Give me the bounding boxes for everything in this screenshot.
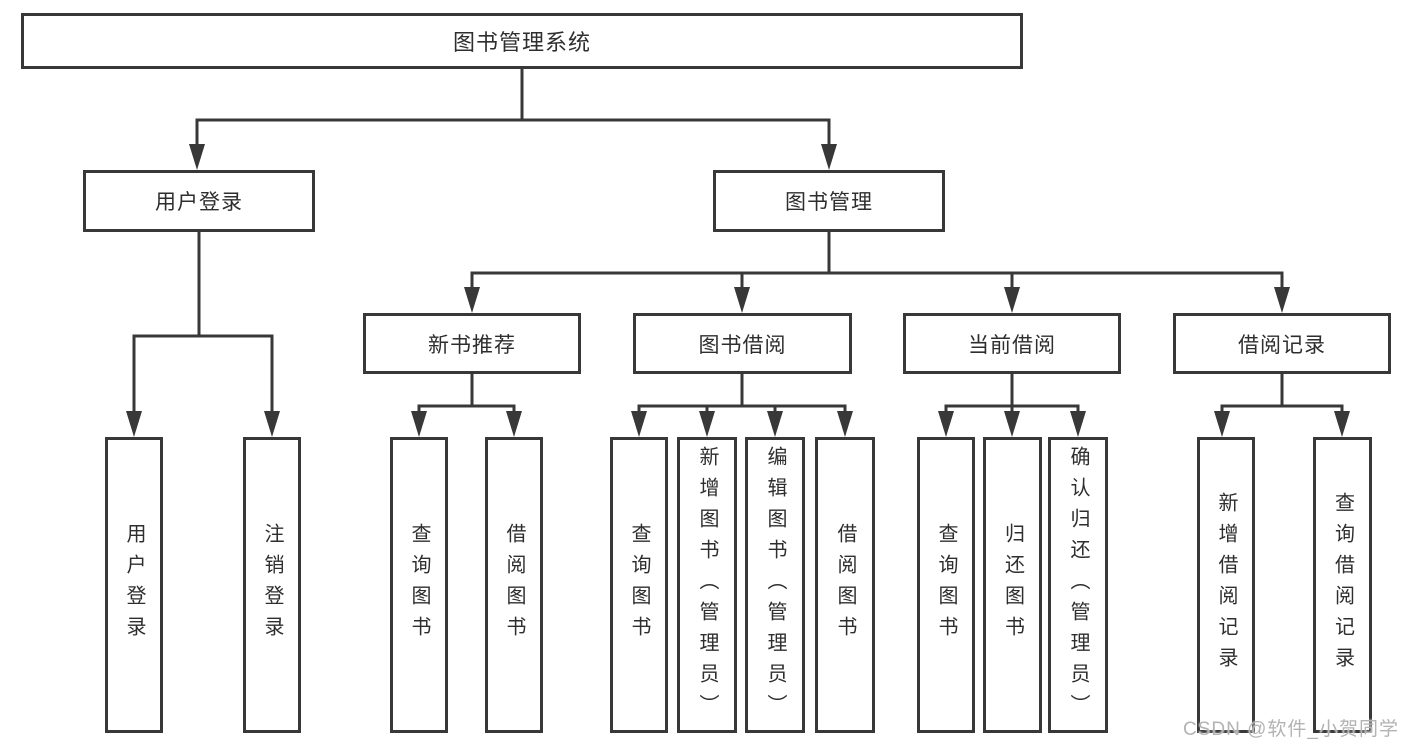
- leaf-add-borrow-record: 新增借阅记录: [1197, 437, 1255, 733]
- node-label: 借阅图书: [503, 523, 525, 647]
- node-label: 编辑图书（管理员）: [764, 445, 786, 725]
- node-label: 用户登录: [123, 523, 145, 647]
- leaf-query-book-1: 查询图书: [390, 437, 448, 733]
- node-label: 确认归还（管理员）: [1067, 445, 1089, 725]
- node-label: 新书推荐: [428, 333, 516, 357]
- node-label: 查询借阅记录: [1331, 492, 1354, 678]
- node-book-borrow: 图书借阅: [633, 313, 852, 374]
- leaf-borrow-book-2: 借阅图书: [815, 437, 875, 733]
- branch-root-to-level2: [189, 69, 837, 170]
- node-current-borrow: 当前借阅: [903, 313, 1121, 374]
- branch-book-borrow: [631, 374, 853, 437]
- node-borrow-records: 借阅记录: [1173, 313, 1391, 374]
- node-label: 用户登录: [155, 191, 243, 214]
- leaf-confirm-return-admin: 确认归还（管理员）: [1048, 437, 1108, 733]
- leaf-edit-book-admin: 编辑图书（管理员）: [745, 437, 805, 733]
- node-label: 归还图书: [1001, 523, 1024, 647]
- branch-new-book-recommend: [411, 374, 522, 437]
- node-label: 新增图书（管理员）: [696, 445, 718, 725]
- node-user-login: 用户登录: [83, 170, 315, 232]
- csdn-watermark: CSDN @软件_小贺同学: [1183, 719, 1399, 740]
- leaf-user-login: 用户登录: [105, 437, 163, 733]
- node-root: 图书管理系统: [21, 13, 1023, 69]
- leaf-query-book-3: 查询图书: [917, 437, 975, 733]
- node-label: 图书管理系统: [452, 30, 591, 55]
- node-label: 图书借阅: [698, 333, 787, 357]
- leaf-borrow-book-1: 借阅图书: [485, 437, 543, 733]
- node-label: 注销登录: [261, 523, 283, 647]
- leaf-logout: 注销登录: [243, 437, 301, 733]
- node-label: 新增借阅记录: [1215, 492, 1237, 678]
- node-new-book-recommend: 新书推荐: [363, 313, 581, 374]
- node-label: 查询图书: [935, 523, 957, 647]
- leaf-return-book: 归还图书: [983, 437, 1042, 733]
- branch-current-borrow: [938, 374, 1086, 437]
- leaf-query-book-2: 查询图书: [610, 437, 668, 733]
- branch-user-login: [126, 232, 280, 437]
- branch-book-management: [464, 232, 1290, 313]
- branch-borrow-records: [1214, 374, 1350, 437]
- node-book-management: 图书管理: [713, 170, 945, 232]
- node-label: 图书管理: [785, 191, 873, 214]
- node-label: 查询图书: [628, 523, 650, 647]
- leaf-add-book-admin: 新增图书（管理员）: [677, 437, 737, 733]
- node-label: 借阅图书: [834, 523, 856, 647]
- node-label: 借阅记录: [1238, 333, 1326, 357]
- node-label: 当前借阅: [968, 333, 1056, 357]
- node-label: 查询图书: [408, 523, 430, 647]
- leaf-query-borrow-record: 查询借阅记录: [1313, 437, 1372, 733]
